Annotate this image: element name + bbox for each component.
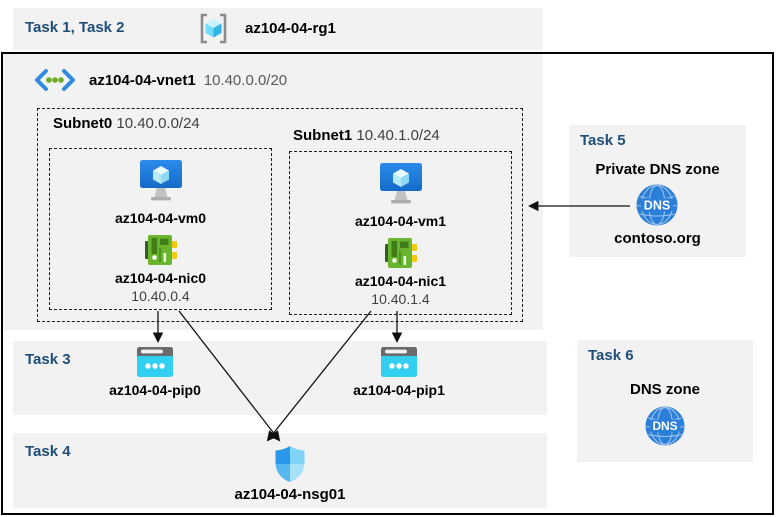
virtual-network-icon — [33, 68, 77, 92]
private-dns-zone-title: Private DNS zone — [595, 161, 720, 178]
nsg-shield-icon — [274, 445, 306, 483]
vm1-name: az104-04-vm1 — [354, 213, 447, 229]
network-interface-icon — [384, 236, 418, 270]
vnet-name: az104-04-vnet1 — [89, 71, 196, 89]
subnet1-name: Subnet1 — [293, 127, 353, 144]
vnet-region: az104-04-vnet1 10.40.0.0/20 Subnet0 10.4… — [3, 54, 543, 330]
public-ip-icon — [381, 347, 417, 377]
resource-group-name: az104-04-rg1 — [245, 20, 336, 37]
pip0-name: az104-04-pip0 — [109, 382, 201, 398]
subnet0-name: Subnet0 — [53, 115, 113, 132]
subnet1-label: Subnet1 10.40.1.0/24 — [293, 127, 440, 144]
task-5-box: Task 5 Private DNS zone DNS contoso.org — [569, 125, 746, 257]
subnet1-cidr: 10.40.1.0/24 — [356, 127, 440, 144]
dns-zone-icon: DNS — [645, 406, 685, 446]
nic0-name: az104-04-nic0 — [114, 270, 207, 286]
task-3-label: Task 3 — [25, 351, 71, 368]
dns-zone-title: DNS zone — [629, 381, 700, 398]
network-interface-icon — [144, 233, 178, 267]
nic1-name: az104-04-nic1 — [354, 273, 447, 289]
nic0-ip: 10.40.0.4 — [131, 288, 190, 304]
task-6-box: Task 6 DNS zone DNS — [577, 340, 753, 462]
resource-group-icon — [198, 12, 229, 45]
resource-group-boundary — [1, 52, 774, 515]
dns-icon-text: DNS — [644, 198, 670, 212]
dns-icon-text: DNS — [652, 419, 677, 433]
task-1-2-band: Task 1, Task 2 az104-04-rg1 — [13, 8, 543, 50]
resource-group: az104-04-rg1 — [198, 12, 336, 45]
pip1-name: az104-04-pip1 — [353, 382, 445, 398]
public-ip-1: az104-04-pip1 — [329, 347, 469, 398]
public-ip-0: az104-04-pip0 — [85, 347, 225, 398]
vm0-name: az104-04-vm0 — [114, 210, 207, 226]
subnet0-label: Subnet0 10.40.0.0/24 — [53, 115, 200, 132]
public-ip-icon — [137, 347, 173, 377]
task-3-band: Task 3 az104-04-pip0 — [13, 341, 547, 415]
virtual-machine-icon — [378, 161, 424, 206]
nsg-name: az104-04-nsg01 — [234, 486, 346, 503]
nic1-ip: 10.40.1.4 — [371, 291, 430, 307]
subnets-boundary: Subnet0 10.40.0.0/24 Subnet1 10.40.1.0/2… — [37, 108, 523, 322]
dns-zone-icon: DNS — [636, 184, 678, 226]
vnet-cidr: 10.40.0.0/20 — [203, 71, 288, 89]
vm1-boundary: az104-04-vm1 az104-04-nic1 — [289, 151, 512, 315]
task-1-2-label: Task 1, Task 2 — [25, 19, 125, 36]
vnet-header: az104-04-vnet1 10.40.0.0/20 — [33, 68, 287, 92]
virtual-machine-icon — [138, 158, 184, 203]
private-dns-zone-name: contoso.org — [614, 230, 701, 247]
task-6-label: Task 6 — [588, 347, 634, 364]
vm0-boundary: az104-04-vm0 az104-04-nic0 — [49, 148, 272, 310]
network-security-group: az104-04-nsg01 — [207, 445, 373, 503]
task-5-label: Task 5 — [580, 132, 626, 149]
task-4-band: Task 4 az104-04-nsg01 — [13, 433, 547, 508]
task-4-label: Task 4 — [25, 443, 71, 460]
subnet0-cidr: 10.40.0.0/24 — [116, 115, 200, 132]
